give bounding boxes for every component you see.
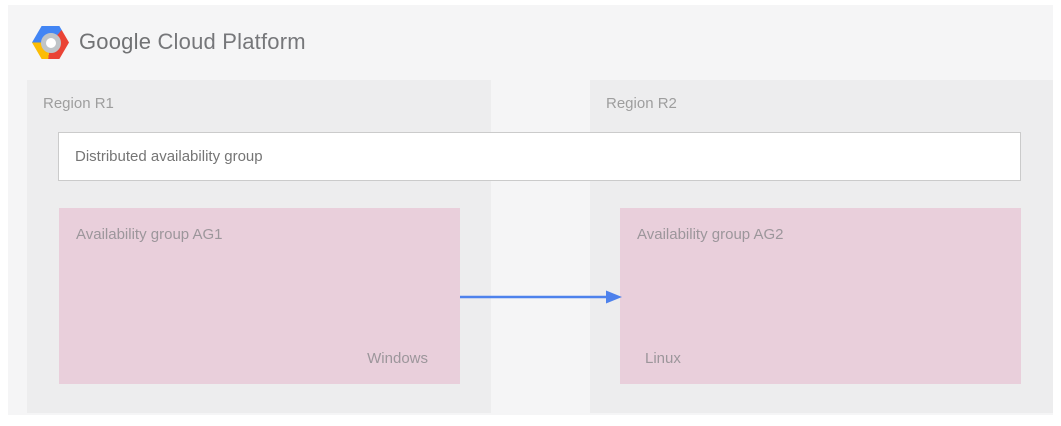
availability-group-ag1-box: Availability group AG1 Windows [59,208,460,384]
distributed-availability-group-label: Distributed availability group [75,148,263,165]
region-r2-label: Region R2 [606,95,677,112]
gcp-hexagon-logo-icon [32,26,69,59]
availability-group-ag2-box: Availability group AG2 Linux [620,208,1021,384]
gcp-logo: Google Cloud Platform [32,23,306,60]
diagram-canvas: Google Cloud Platform Region R1 Region R… [8,5,1053,415]
brand-google: Google [79,28,152,54]
region-r1-label: Region R1 [43,95,114,112]
brand-cloud-platform: Cloud Platform [157,28,306,54]
ag2-platform-label: Linux [645,350,681,367]
ag1-platform-label: Windows [367,350,428,367]
brand-title: Google Cloud Platform [79,29,306,55]
distributed-availability-group-box: Distributed availability group [58,132,1021,181]
gcp-hexagon-center-ring [40,32,61,53]
availability-group-ag1-label: Availability group AG1 [76,226,223,243]
availability-group-ag2-label: Availability group AG2 [637,226,784,243]
replication-arrow-icon [460,290,622,304]
